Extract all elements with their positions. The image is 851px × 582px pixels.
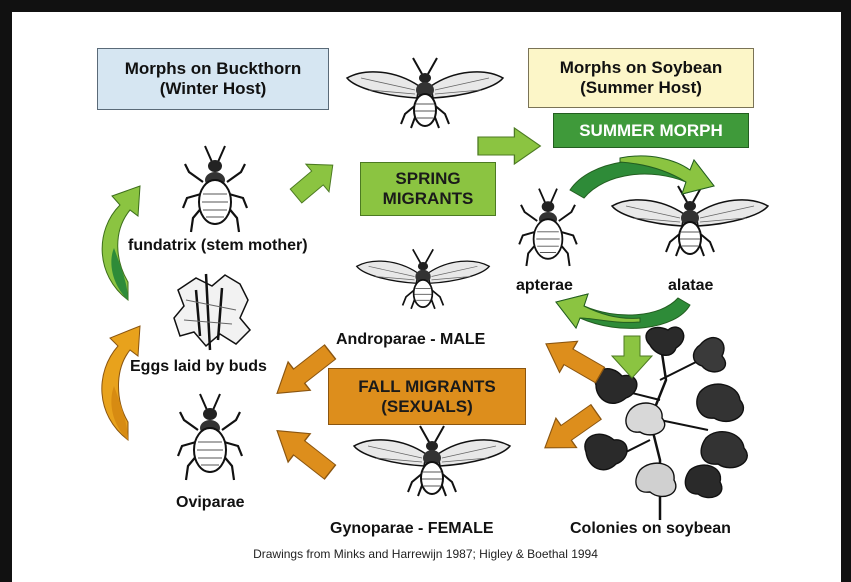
buckthorn-twig-illustration — [174, 274, 250, 350]
spring-migrant-aphid-illustration — [347, 58, 503, 128]
gynoparae-label: Gynoparae - FEMALE — [330, 520, 494, 538]
winter-host-title: Morphs on Buckthorn — [125, 59, 302, 79]
fall-migrants-box: FALL MIGRANTS (SEXUALS) — [328, 368, 526, 425]
androparae-label: Androparae - MALE — [336, 331, 485, 349]
summer-cycle-arrows — [556, 156, 714, 378]
androparae-aphid-illustration — [357, 249, 490, 308]
alatae-label: alatae — [668, 277, 713, 295]
fundatrix-label: fundatrix (stem mother) — [128, 237, 308, 255]
summer-host-title: Morphs on Soybean — [560, 58, 722, 78]
fall-migrants-line-1: FALL MIGRANTS — [358, 377, 496, 397]
winter-cycle-arrows — [102, 186, 140, 440]
colonies-label: Colonies on soybean — [570, 520, 731, 538]
fall-migrants-line-2: (SEXUALS) — [381, 397, 473, 417]
fundatrix-aphid-illustration — [183, 146, 247, 232]
apterae-aphid-illustration — [519, 189, 577, 266]
summer-morph-box: SUMMER MORPH — [553, 113, 749, 148]
soybean-plant-illustration — [585, 327, 747, 520]
winter-host-box: Morphs on Buckthorn (Winter Host) — [97, 48, 329, 110]
spring-migrants-line-1: SPRING — [395, 169, 460, 189]
alatae-aphid-illustration — [612, 186, 768, 256]
eggs-label: Eggs laid by buds — [130, 358, 267, 376]
summer-host-box: Morphs on Soybean (Summer Host) — [528, 48, 754, 108]
oviparae-label: Oviparae — [176, 494, 244, 512]
spring-migrants-box: SPRING MIGRANTS — [360, 162, 496, 216]
winter-host-subtitle: (Winter Host) — [160, 79, 267, 99]
gynoparae-aphid-illustration — [354, 426, 510, 496]
image-credit: Drawings from Minks and Harrewijn 1987; … — [0, 547, 851, 561]
summer-host-subtitle: (Summer Host) — [580, 78, 702, 98]
oviparae-aphid-illustration — [178, 394, 242, 480]
summer-morph-label: SUMMER MORPH — [579, 121, 723, 141]
apterae-label: apterae — [516, 277, 573, 295]
spring-migrants-line-2: MIGRANTS — [383, 189, 474, 209]
